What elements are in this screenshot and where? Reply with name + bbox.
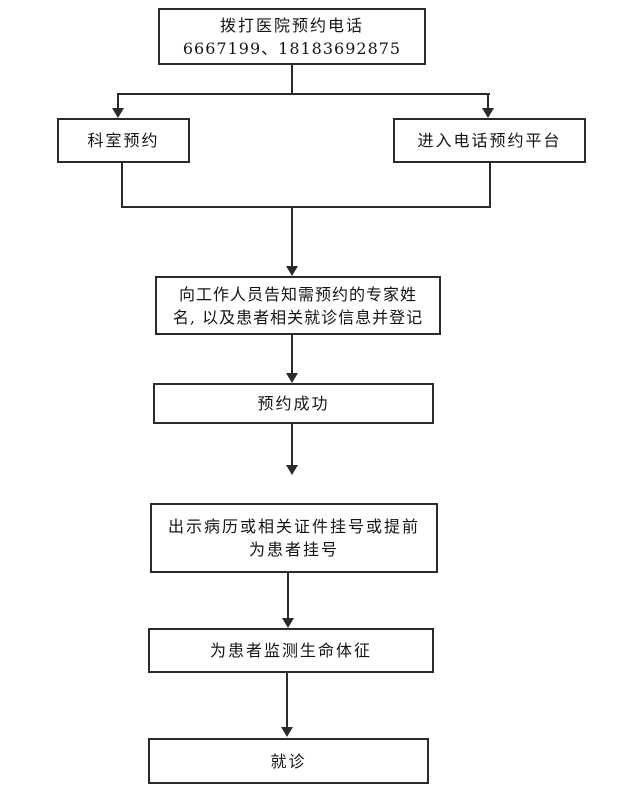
edge-call-to-dept-line bbox=[117, 93, 119, 109]
edge-call-branch-stub bbox=[291, 63, 293, 95]
node-show-record-register-line1: 出示病历或相关证件挂号或提前 bbox=[167, 517, 420, 536]
node-phone-platform-label: 进入电话预约平台 bbox=[417, 131, 562, 150]
edge-success-to-register-line bbox=[291, 423, 293, 466]
arrow-down-icon bbox=[112, 108, 124, 118]
node-department-appointment: 科室预约 bbox=[57, 118, 190, 163]
arrow-down-icon bbox=[282, 618, 294, 628]
node-dial-appointment-phone-numbers: 6667199、18183692875 bbox=[182, 38, 402, 58]
node-inform-staff-line1: 向工作人员告知需预约的专家姓 bbox=[178, 284, 417, 304]
node-inform-staff: 向工作人员告知需预约的专家姓 名, 以及患者相关就诊信息并登记 bbox=[155, 276, 441, 335]
node-department-appointment-label: 科室预约 bbox=[87, 131, 160, 150]
node-monitor-vitals-label: 为患者监测生命体征 bbox=[209, 641, 372, 660]
node-dial-appointment-phone: 拨打医院预约电话 6667199、18183692875 bbox=[158, 8, 426, 65]
edge-register-to-vitals-line bbox=[287, 572, 289, 619]
node-inform-staff-line2: 名, 以及患者相关就诊信息并登记 bbox=[172, 307, 424, 327]
node-phone-platform: 进入电话预约平台 bbox=[393, 118, 586, 163]
node-show-record-register-line2: 为患者挂号 bbox=[248, 540, 339, 559]
node-dial-appointment-phone-line1: 拨打医院预约电话 bbox=[219, 15, 364, 35]
node-see-doctor: 就诊 bbox=[148, 738, 429, 784]
edge-dept-merge-line bbox=[121, 162, 123, 208]
edge-vitals-to-visit-line bbox=[286, 672, 288, 728]
arrow-down-icon bbox=[281, 727, 293, 737]
node-appointment-success-label: 预约成功 bbox=[257, 394, 330, 413]
arrow-down-icon bbox=[482, 108, 494, 118]
edge-merge-to-inform-line bbox=[291, 206, 293, 267]
node-see-doctor-label: 就诊 bbox=[270, 751, 307, 771]
node-show-record-register: 出示病历或相关证件挂号或提前 为患者挂号 bbox=[150, 503, 438, 573]
edge-call-to-platform-line bbox=[487, 93, 489, 109]
edge-platform-merge-line bbox=[489, 162, 491, 208]
arrow-down-icon bbox=[286, 465, 298, 475]
edge-inform-to-success-line bbox=[291, 334, 293, 374]
arrow-down-icon bbox=[286, 373, 298, 383]
edge-merge-horizontal bbox=[121, 206, 491, 208]
node-monitor-vitals: 为患者监测生命体征 bbox=[148, 628, 434, 673]
arrow-down-icon bbox=[286, 266, 298, 276]
edge-call-branch-horizontal bbox=[117, 93, 490, 95]
node-appointment-success: 预约成功 bbox=[153, 383, 434, 424]
